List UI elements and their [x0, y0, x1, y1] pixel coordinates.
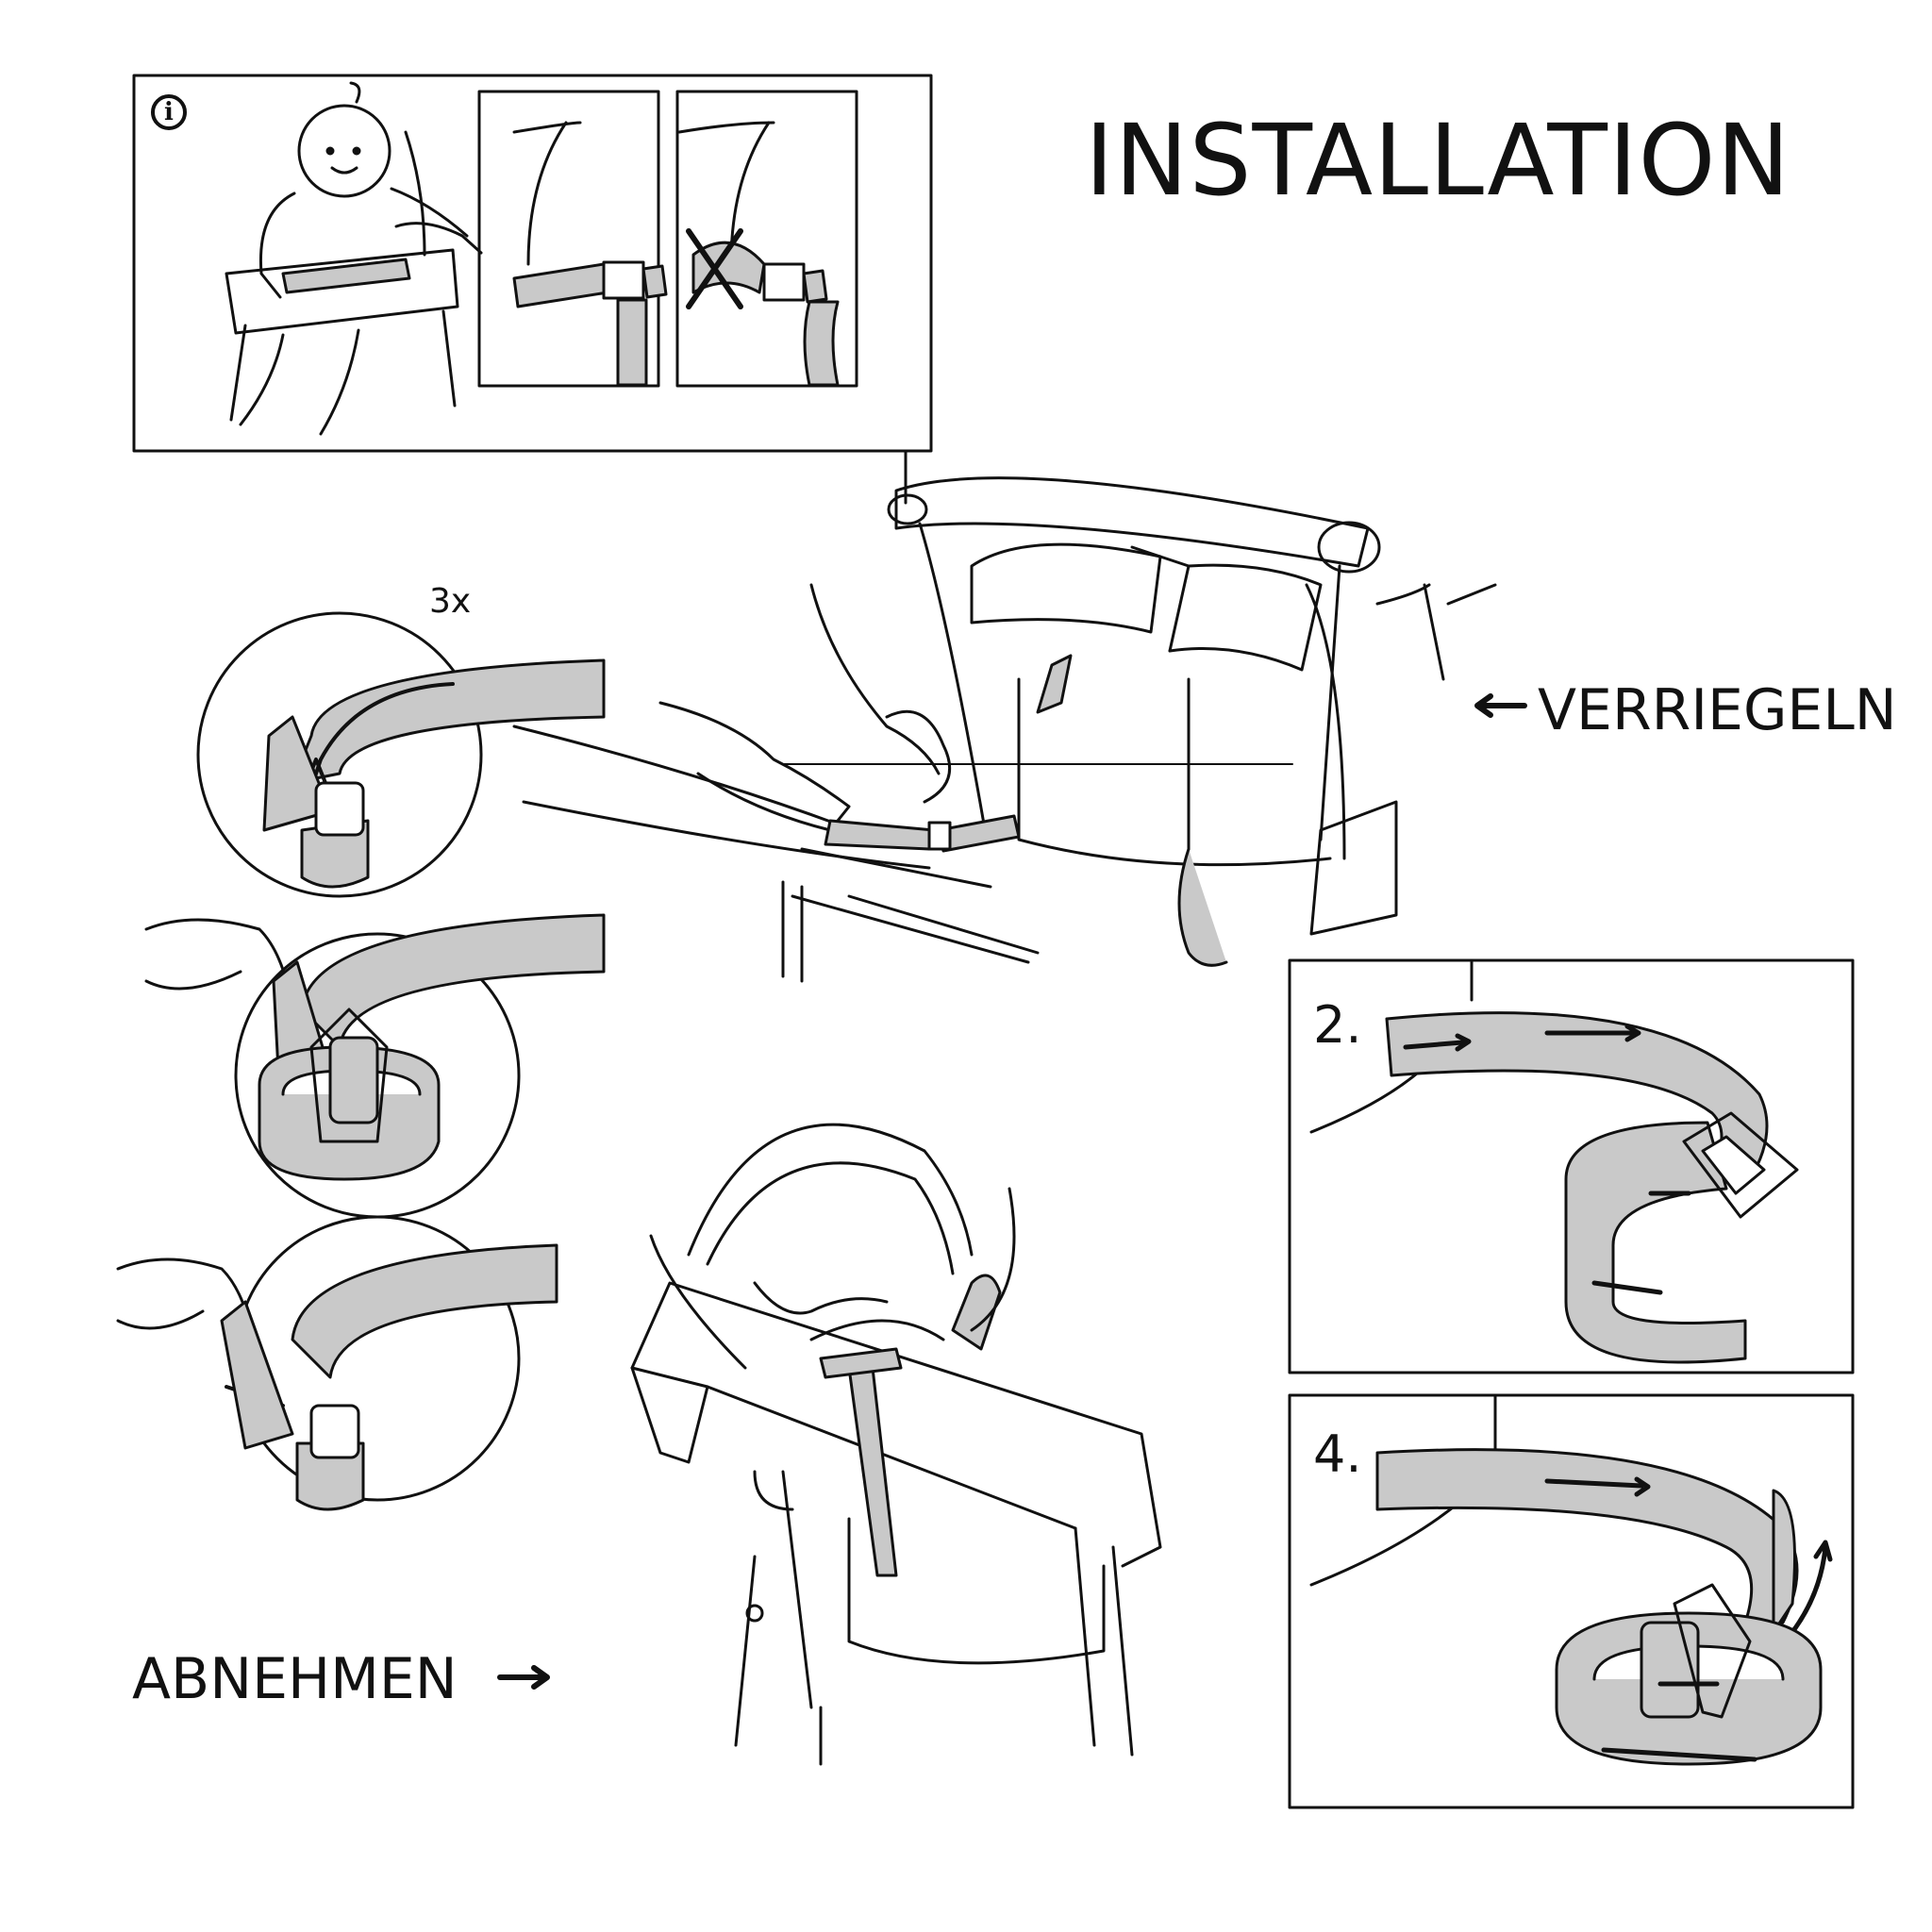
- step-2-number: 2.: [1313, 995, 1362, 1055]
- detail-circle-top: [196, 611, 483, 898]
- lock-label: VERRIEGELN: [1538, 677, 1897, 743]
- baby-in-highchair-drawing: [225, 81, 483, 436]
- step-4-strap-drawing: [1309, 1394, 1833, 1766]
- strap-loop-3x-drawing: [262, 658, 606, 889]
- arrow-right-icon: [1591, 1280, 1663, 1295]
- remove-label: ABNEHMEN: [132, 1646, 458, 1712]
- info-panel-wrong-frame: [675, 90, 858, 388]
- step-4-number: 4.: [1313, 1424, 1362, 1484]
- strap-release-drawing: [116, 1243, 558, 1511]
- incorrect-strap-detail: [677, 121, 840, 387]
- cross-mark-icon: [686, 228, 743, 309]
- arrow-left-icon: [1474, 693, 1527, 718]
- info-panel-correct-frame: [477, 90, 660, 388]
- info-icon: i: [151, 94, 187, 130]
- tray-drawing: [887, 476, 1497, 967]
- arrow-up-icon: [1790, 1544, 1828, 1635]
- arrow-left-icon: [309, 682, 455, 790]
- correct-strap-detail: [512, 121, 668, 387]
- arrow-right-icon: [497, 1665, 550, 1690]
- step-4-panel: [1288, 1393, 1855, 1809]
- step-2-strap-drawing: [1309, 960, 1799, 1364]
- step-2-panel: [1288, 958, 1855, 1374]
- repeat-count-label: 3x: [429, 582, 472, 621]
- page-title: INSTALLATION: [1085, 103, 1791, 218]
- hands-fastening-drawing: [512, 583, 1293, 983]
- arrow-right-icon: [1601, 1747, 1757, 1762]
- strap-threading-drawing: [144, 913, 606, 1181]
- highchair-drawing: [630, 1123, 1162, 1766]
- info-panel-frame: [132, 74, 933, 453]
